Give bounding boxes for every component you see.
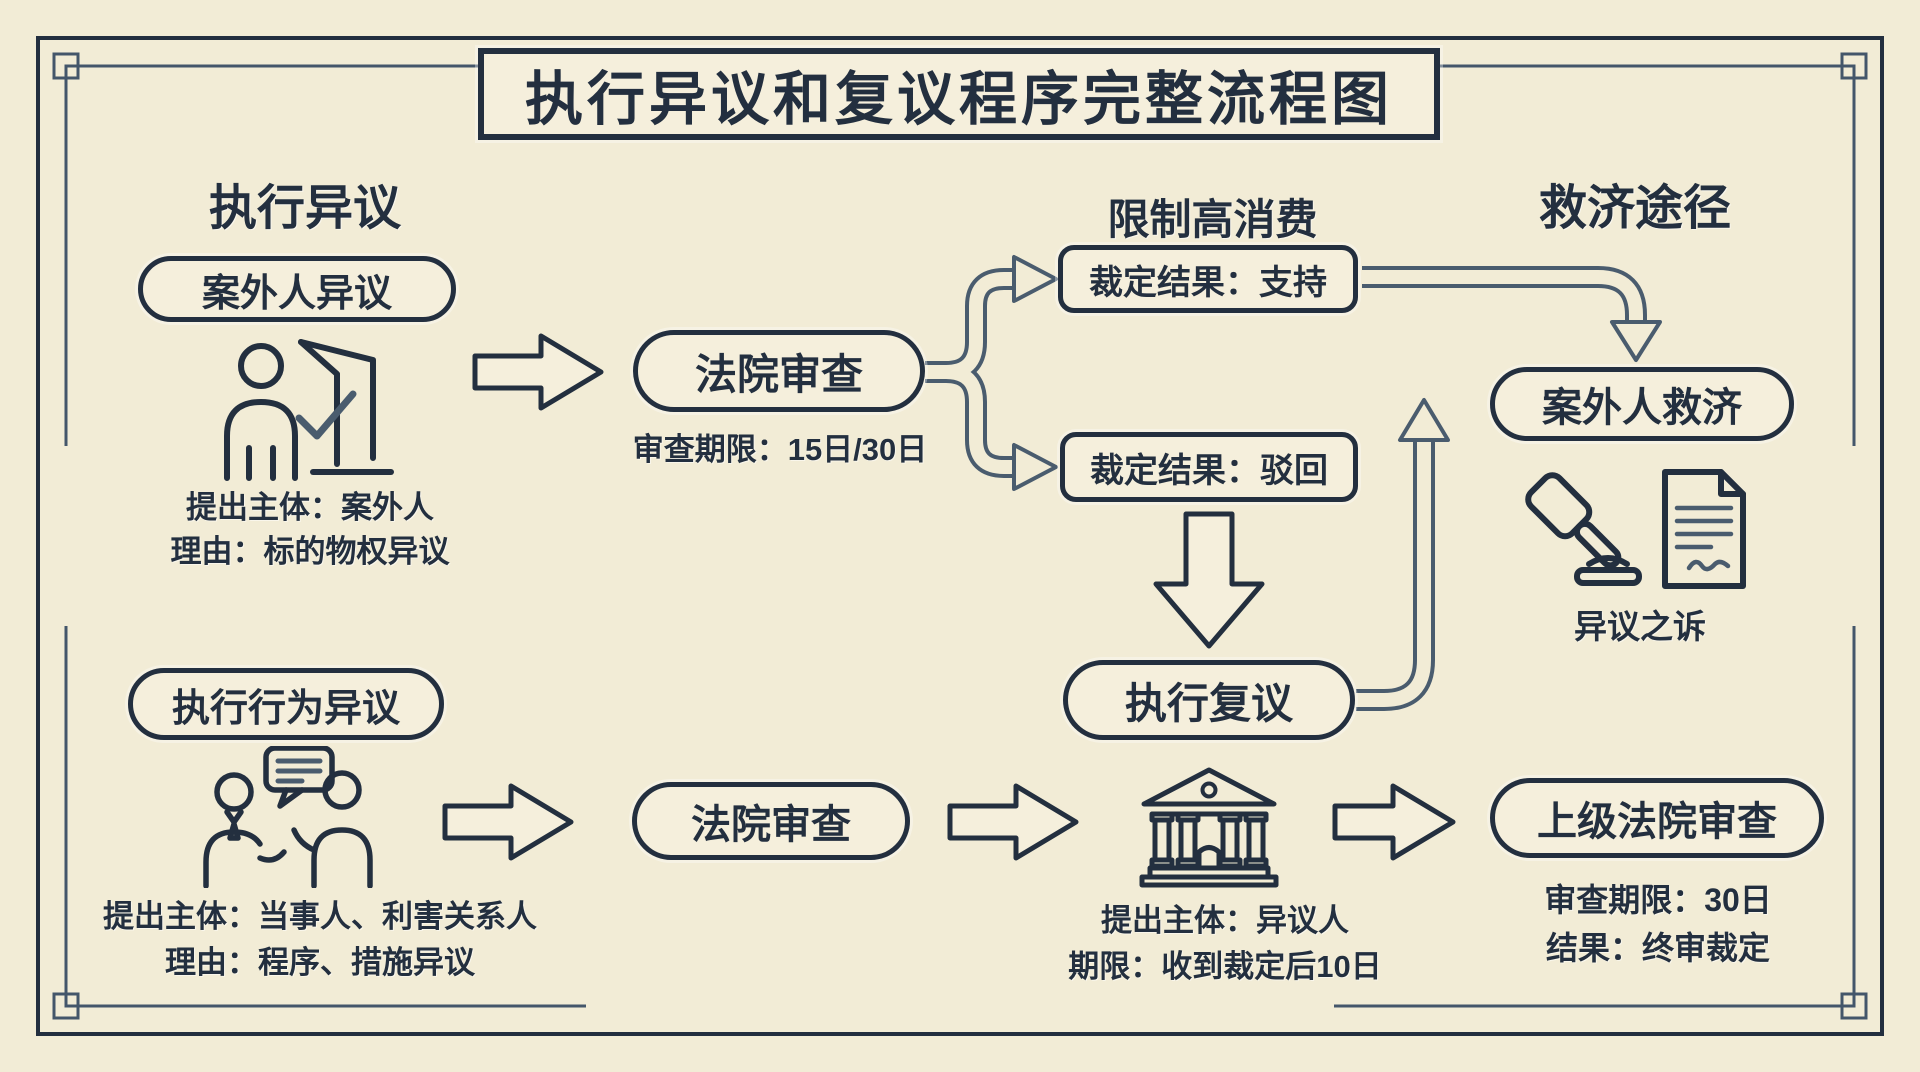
detail-line: 提出主体：案外人 [186,490,434,525]
heading-remedy-path: 救济途径 [1538,182,1731,235]
people-discussion-icon [203,746,373,888]
node-outsider-remedy: 案外人救济 [1490,367,1794,441]
node-outsider-objection: 案外人异议 [138,256,456,322]
reconsideration-details: 提出主体：异议人 期限：收到裁定后10日 [1010,898,1440,990]
detail-line: 理由：标的物权异议 [170,534,450,569]
detail-line: 提出主体：异议人 [1101,903,1349,938]
page-title: 执行异议和复议程序完整流程图 [478,48,1440,140]
superior-review-details: 审查期限：30日 结果：终审裁定 [1478,876,1838,972]
detail-line: 理由：程序、措施异议 [165,945,475,980]
courthouse-icon [1139,767,1279,888]
node-court-review-2: 法院审查 [632,782,910,860]
heading-consumption-limit: 限制高消费 [1107,196,1318,243]
node-court-review-1: 法院审查 [633,330,925,412]
detail-line: 提出主体：当事人、利害关系人 [103,899,537,934]
act-objection-details: 提出主体：当事人、利害关系人 理由：程序、措施异议 [30,894,610,986]
node-execution-act-objection: 执行行为异议 [128,668,444,740]
node-ruling-support: 裁定结果：支持 [1058,245,1358,313]
objection-lawsuit-caption: 异议之诉 [1574,608,1706,645]
node-ruling-reject: 裁定结果：驳回 [1060,432,1358,502]
detail-line: 结果：终审裁定 [1545,930,1770,966]
node-superior-court-review: 上级法院审查 [1490,778,1824,858]
outer-border-frame [36,36,1884,1036]
heading-execution-objection: 执行异议 [208,182,401,235]
outsider-objection-details: 提出主体：案外人 理由：标的物权异议 [50,486,570,574]
signed-document-icon [1662,469,1746,589]
person-door-check-icon [224,339,394,481]
detail-line: 审查期限：30日 [1544,882,1772,918]
gavel-icon [1525,472,1642,586]
node-execution-reconsideration: 执行复议 [1063,660,1355,740]
detail-line: 期限：收到裁定后10日 [1068,949,1382,984]
review-deadline-note: 审查期限：15日/30日 [632,432,928,467]
remedy-icons [1525,469,1746,589]
